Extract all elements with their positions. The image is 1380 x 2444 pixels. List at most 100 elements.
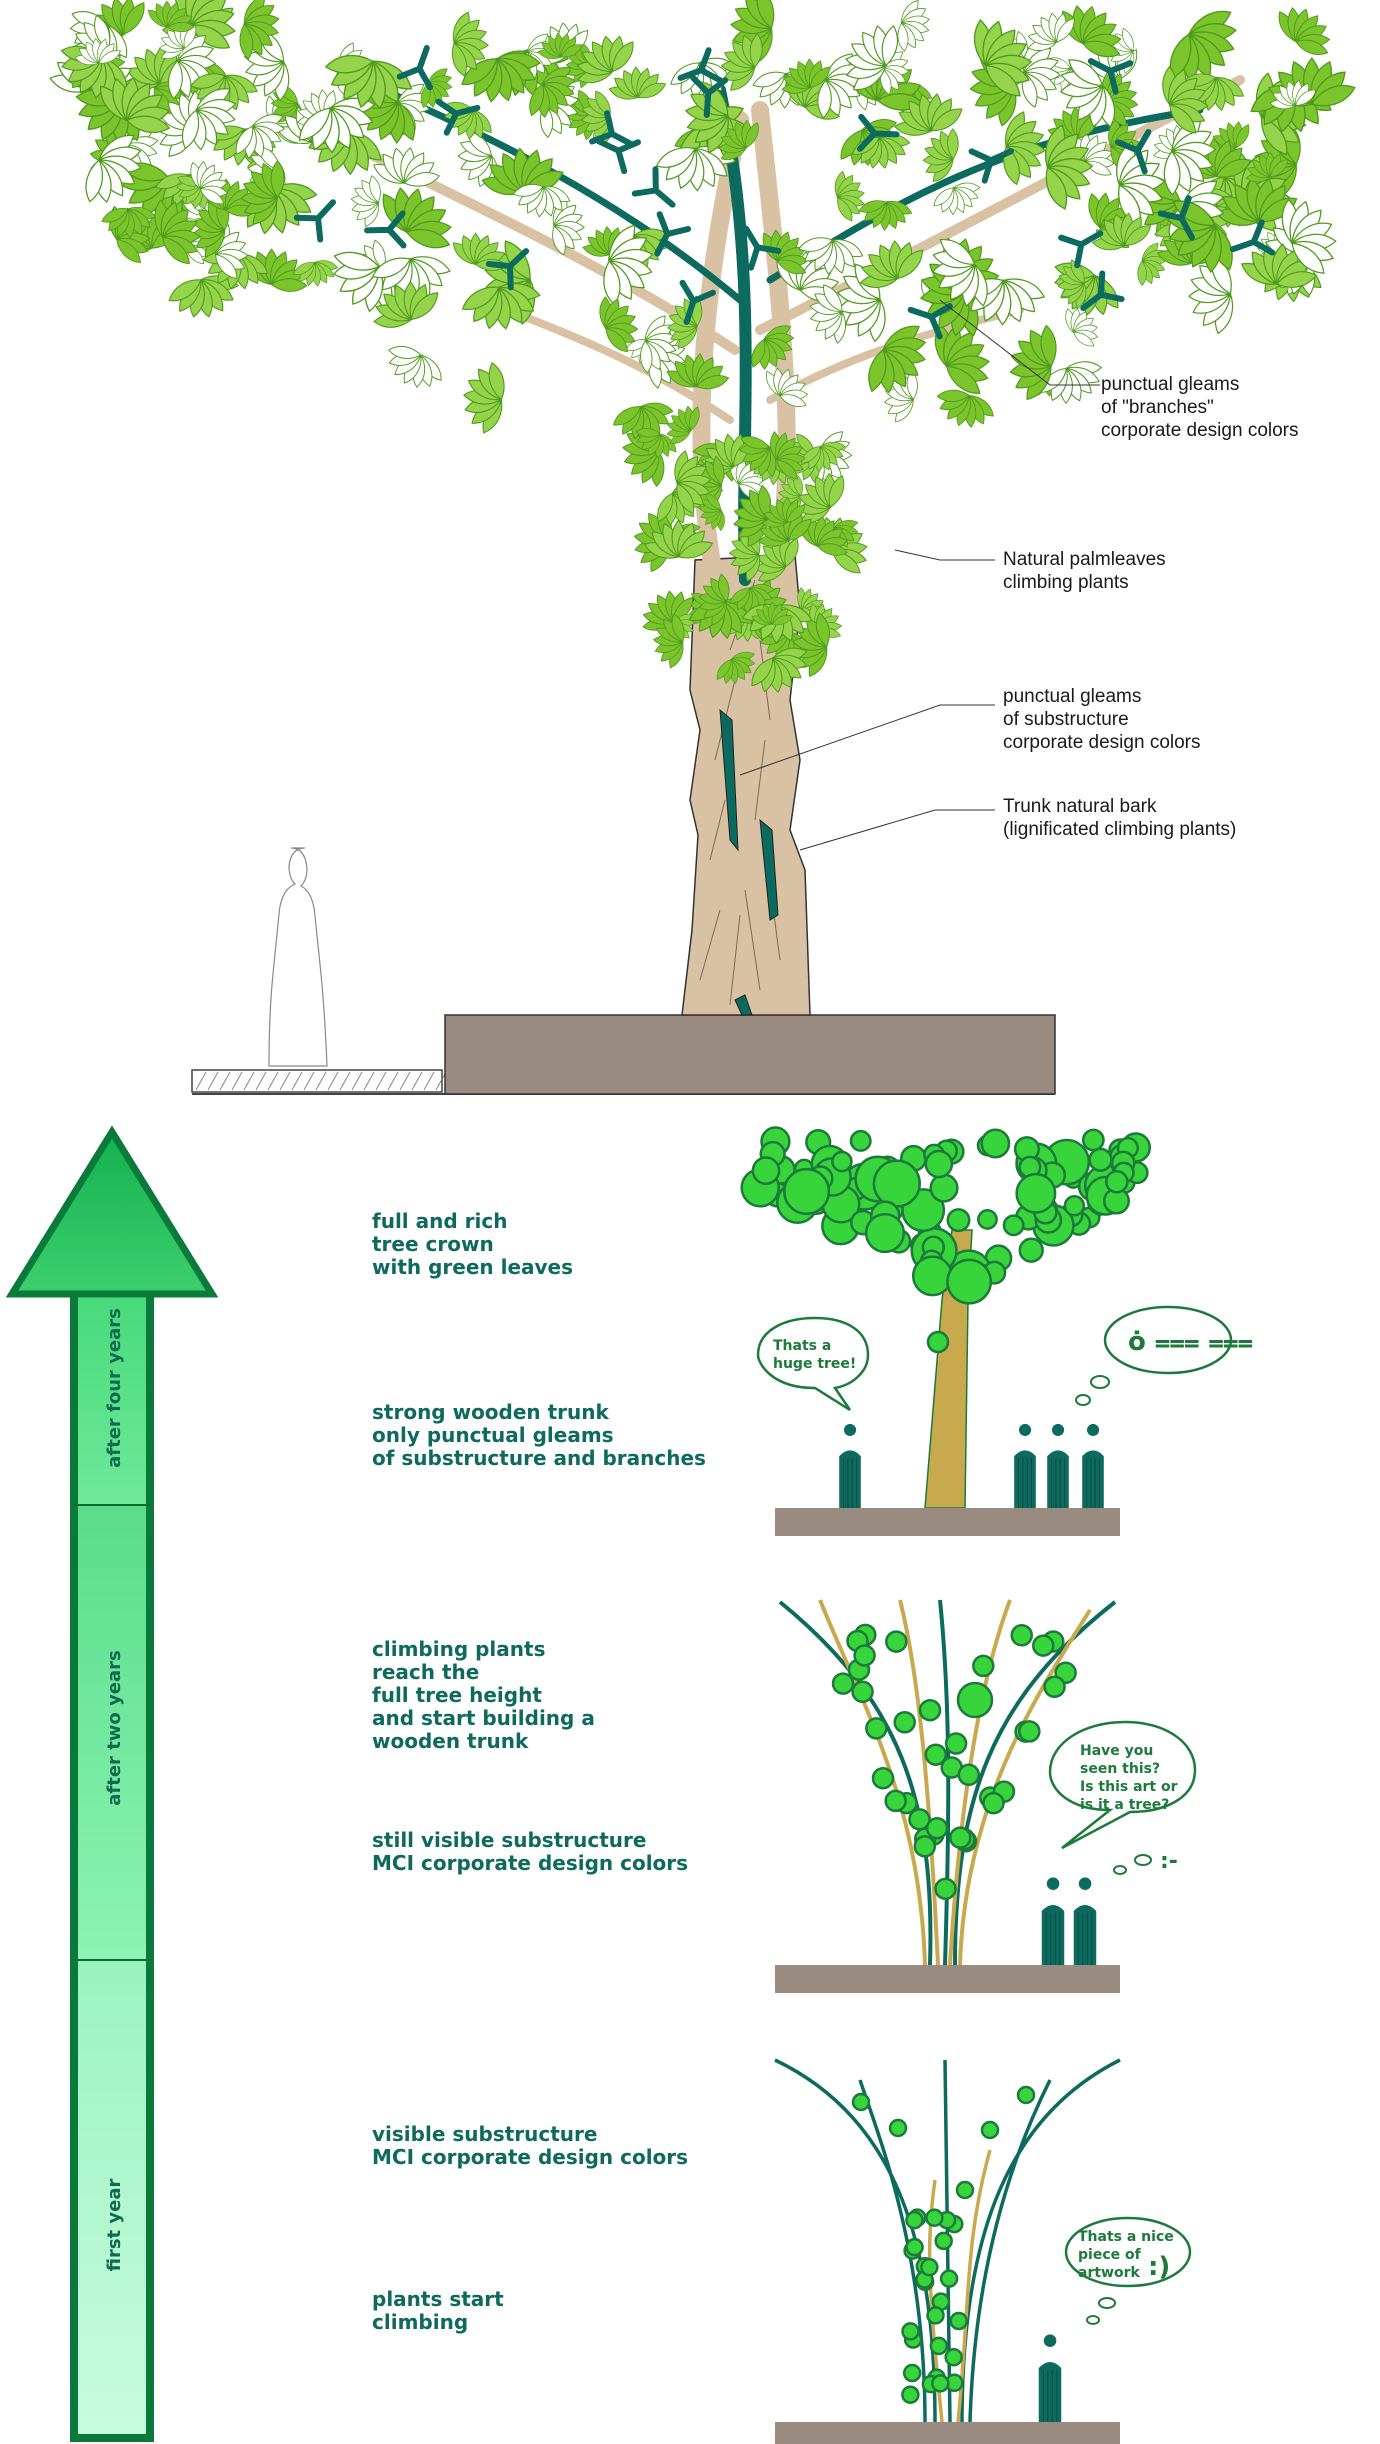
palm-leaf (1073, 332, 1095, 347)
stem (948, 1599, 1012, 1966)
palm-leaf-cluster (235, 114, 286, 159)
palm-leaf (167, 22, 195, 33)
palm-leaf (676, 482, 695, 515)
leaf-dot (905, 2237, 924, 2257)
leaf-dot (982, 1791, 1005, 1815)
palm-leaf (689, 406, 700, 431)
hatch-line (267, 1071, 279, 1091)
palm-leaf (716, 659, 732, 680)
branch-gleam-stroke (1115, 129, 1152, 175)
person-body (1038, 2362, 1062, 2422)
palm-leaf (1310, 85, 1356, 107)
palm-leaf (749, 33, 763, 68)
palm-leaf-cluster (147, 0, 195, 33)
branch-gleam-stroke (364, 210, 407, 249)
palm-leaf-cluster (698, 573, 730, 626)
person-silhouette (1038, 2334, 1062, 2422)
palm-leaf (897, 249, 924, 279)
palm-leaf-cluster (933, 182, 981, 216)
leaf-dot (924, 1743, 948, 1766)
palm-leaf-cluster (770, 431, 806, 480)
palm-leaf-cluster (537, 32, 583, 60)
leaf-dot (853, 1644, 876, 1667)
palm-leaf-cluster (1009, 324, 1057, 401)
palm-leaf-cluster (674, 450, 712, 515)
leaf-dot (902, 2363, 922, 2383)
leaf-dot (946, 1258, 993, 1305)
palm-leaf (752, 71, 787, 88)
palm-leaf (729, 587, 750, 604)
leaf-dot (831, 1672, 855, 1695)
palm-leaf-cluster (716, 651, 756, 684)
timeline-label-first-year: first year (104, 2178, 125, 2271)
palm-leaf-cluster (181, 88, 237, 151)
palm-leaf-cluster (1021, 39, 1061, 108)
palm-leaf (776, 259, 807, 275)
palm-leaf-cluster (666, 405, 700, 444)
palm-leaf (461, 58, 498, 86)
caption-line: only punctual gleams (372, 1423, 614, 1447)
palm-leaf-cluster (382, 187, 452, 249)
caption-two-years-substructure: still visible substructure MCI corporate… (372, 1828, 688, 1875)
branch-gleam-stroke (677, 47, 723, 84)
trunk-gleam (734, 994, 753, 1016)
leaf-dot (1002, 1214, 1025, 1237)
stem (938, 1599, 951, 1966)
palm-leaf (776, 459, 798, 480)
palm-leaf-cluster (576, 35, 634, 84)
caption-first-year-substructure: visible substructure MCI corporate desig… (372, 2122, 688, 2169)
palm-leaf (695, 375, 730, 390)
leaf-dot (980, 2120, 1000, 2140)
branch-gleam (631, 166, 676, 208)
palm-leaf-cluster (936, 389, 994, 428)
palm-leaf (1122, 27, 1134, 52)
branch-gleam (595, 138, 641, 175)
palm-leaf-cluster (868, 325, 927, 394)
palm-leaf (756, 0, 775, 29)
palm-leaf-cluster (1169, 10, 1237, 83)
caption-line: full tree height (372, 1683, 542, 1707)
leaf-dot (956, 1681, 994, 1719)
leaf-dot (864, 1212, 906, 1254)
hatch-line (243, 1071, 255, 1091)
caption-two-years-climbing: climbing plants reach the full tree heig… (372, 1637, 595, 1753)
palm-leaf (1215, 158, 1252, 178)
caption-line: plants start (372, 2287, 504, 2311)
palm-leaf-cluster (1044, 124, 1094, 210)
leaf-dot (905, 2210, 924, 2230)
palm-leaf (512, 184, 544, 197)
caption-line: reach the (372, 1660, 479, 1684)
leaf-dot (934, 1877, 957, 1901)
palm-leaf-cluster (1269, 79, 1317, 110)
branch-gleam (742, 225, 782, 271)
palm-leaf-cluster (420, 68, 453, 109)
leaf-dot (946, 1208, 971, 1233)
palm-leaf (101, 208, 129, 223)
palm-leaf-cluster (350, 175, 381, 228)
leaf-dot (926, 2306, 945, 2325)
palm-leaf (858, 200, 887, 213)
palm-leaf (1163, 150, 1181, 196)
caption-line: visible substructure (372, 2122, 597, 2146)
palm-leaf (657, 492, 674, 523)
hatch-line (303, 1071, 315, 1091)
palm-leaf-cluster (461, 52, 541, 103)
leaf-dot (929, 2336, 949, 2356)
palm-leaf-cluster (858, 200, 913, 231)
annotation-line: climbing plants (1003, 572, 1129, 593)
palm-leaf (372, 239, 386, 270)
branch-gleam-stroke (435, 98, 481, 136)
branch-gleam-stroke (595, 138, 641, 175)
palm-leaf (529, 83, 545, 117)
leaf-dot (972, 1654, 995, 1678)
palm-leaf (298, 107, 332, 141)
palm-leaf-cluster (817, 53, 864, 119)
palm-leaf-cluster (1065, 307, 1099, 347)
person-head (1043, 2334, 1057, 2347)
leaf-dot (751, 1156, 781, 1185)
branch-gleam (679, 279, 716, 325)
palm-leaf-cluster (640, 315, 678, 374)
hatch-line (387, 1071, 399, 1091)
branch-gleam (1080, 270, 1125, 312)
